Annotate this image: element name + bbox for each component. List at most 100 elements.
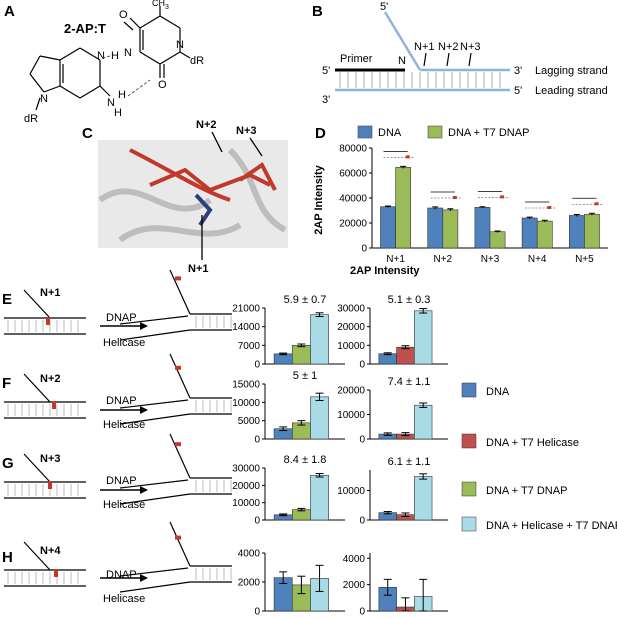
legend-label-dnap-d: DNA + T7 DNAP	[448, 127, 529, 139]
x-tick-label: N+3	[481, 254, 500, 265]
bar-dna	[273, 353, 293, 365]
bar-all	[310, 474, 329, 521]
e-reaction-arrow	[100, 322, 148, 330]
b-lagging-label: Lagging strand	[535, 65, 608, 77]
y-tick-label: 10000	[232, 498, 260, 509]
strand-primer	[119, 399, 189, 409]
y-tick-label: 20000	[337, 322, 365, 333]
bar-dnap	[536, 220, 553, 249]
y-tick-label: 20000	[337, 386, 365, 397]
atom-nh-n: N	[107, 97, 115, 109]
bar-dnap	[442, 209, 459, 249]
strand-primer	[119, 315, 189, 325]
y-tick-label: 2000	[343, 580, 366, 591]
bar-all	[414, 404, 433, 440]
y-tick-label: 0	[254, 360, 260, 371]
b-primer-label: Primer	[340, 53, 373, 65]
f-position: N+2	[40, 373, 61, 385]
bar-all	[310, 396, 329, 440]
bar-all	[310, 314, 329, 365]
significance-marker	[405, 155, 410, 159]
legend-label-dnap: DNA + T7 DNAP	[486, 485, 567, 497]
atom-n-upper: N	[124, 47, 132, 59]
y-tick-label: 10000	[337, 486, 365, 497]
b-n-label: N	[398, 55, 406, 67]
e-position: N+1	[40, 287, 61, 299]
b-three-right: 3'	[514, 65, 522, 77]
bar-dna	[474, 207, 491, 249]
y-tick-label: 14000	[232, 322, 260, 333]
y-tick-label: 7000	[238, 341, 261, 352]
panel-label-h: H	[2, 549, 13, 566]
x-tick-label: N+4	[528, 254, 547, 265]
panel-label-g: G	[2, 455, 14, 472]
legend-swatch-dnap-d	[427, 125, 443, 139]
panel-label-c: C	[82, 125, 93, 142]
c-arrows	[201, 131, 263, 260]
c-n2-label: N+2	[196, 119, 217, 131]
panel-label-e: E	[2, 291, 12, 308]
h-arrow-bottom: Helicase	[103, 593, 145, 605]
c-protein-ribbons	[98, 147, 287, 243]
legend-swatch-dna	[461, 382, 477, 398]
b-position-arrows	[423, 52, 472, 67]
bar-dna	[378, 353, 397, 365]
h-fork-after	[119, 521, 232, 593]
bar-dna	[380, 206, 396, 249]
c-n3-label: N+3	[236, 125, 257, 137]
red-2ap-marker	[175, 276, 181, 281]
red-2ap-marker	[175, 442, 181, 447]
panel-label-a: A	[4, 3, 15, 20]
e-arrow-top: DNAP	[106, 312, 137, 324]
b-five-right: 5'	[514, 85, 522, 97]
right-legend: DNA DNA + T7 Helicase DNA + T7 DNAP DNA …	[461, 382, 617, 532]
legend-swatch-dna-d	[357, 125, 373, 139]
b-basepair-ticks	[339, 72, 501, 88]
y-tick-label: 60000	[339, 169, 367, 180]
panel-label-f: F	[2, 375, 11, 392]
strand-unwound	[23, 289, 51, 319]
y-tick-label: 0	[359, 435, 365, 446]
legend-label-dna-d: DNA	[378, 127, 402, 139]
y-tick-label: 40000	[339, 194, 367, 205]
g-fork-after	[119, 433, 232, 505]
x-tick-label: N+1	[386, 254, 405, 265]
fold-change-annotation: 5.1 ± 0.3	[388, 294, 431, 306]
red-2ap-marker	[54, 569, 58, 577]
arrow-head	[140, 406, 148, 414]
atom-n-ring: N	[97, 50, 105, 62]
g-arrow-top: DNAP	[106, 475, 137, 487]
atom-ch3: CH3	[152, 0, 169, 11]
strand-unwound	[169, 353, 191, 399]
atom-nh-h: H	[118, 89, 126, 101]
atom-nh-h2: H	[114, 107, 122, 119]
y-tick-label: 15000	[232, 380, 260, 391]
arrow-head	[140, 574, 148, 582]
bar-dnap	[395, 167, 412, 249]
red-2ap-marker	[46, 317, 50, 325]
x-tick-label: N+2	[433, 254, 452, 265]
strand-unwound	[23, 541, 51, 571]
y-tick-label: 10000	[232, 398, 260, 409]
b-n2-label: N+2	[438, 41, 459, 53]
strand-unwound	[169, 433, 191, 479]
bar-dna	[568, 215, 585, 249]
legend-label-helicase: DNA + T7 Helicase	[486, 437, 579, 449]
bar-dnap	[584, 213, 600, 249]
fold-change-annotation: 7.4 ± 1.1	[388, 376, 431, 388]
thymine-structure	[123, 6, 191, 78]
h-position: N+4	[40, 545, 61, 557]
aminopurine-structure	[29, 47, 111, 111]
b-unwound-strand	[383, 11, 422, 71]
e-arrow-bottom: Helicase	[103, 337, 145, 349]
strand-unwound	[23, 373, 51, 403]
strand-leading	[119, 329, 191, 341]
fold-change-annotation: 6.1 ± 1.1	[388, 456, 431, 468]
e-fork-after	[119, 269, 232, 341]
atom-n-right: N	[176, 39, 184, 51]
bar-dna	[521, 217, 538, 249]
e-fork-before	[4, 289, 86, 335]
